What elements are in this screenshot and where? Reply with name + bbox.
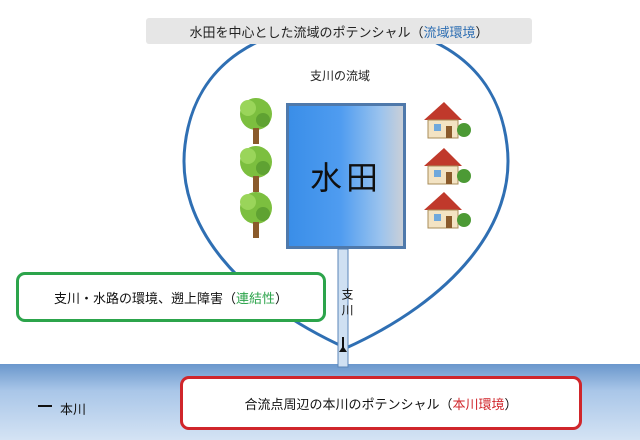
house-icon bbox=[424, 102, 471, 139]
tree-icon bbox=[240, 192, 272, 238]
tributary-stream bbox=[337, 248, 349, 368]
connectivity-box: 支川・水路の環境、遡上障害（連結性） bbox=[16, 272, 326, 322]
tree-icon bbox=[240, 146, 272, 192]
watershed-label: 支川の流域 bbox=[309, 69, 370, 83]
title-prefix: 水田を中心とした流域のポテンシャル（ bbox=[189, 25, 424, 41]
confluence-prefix: 合流点周辺の本川のポテンシャル（ bbox=[244, 397, 453, 413]
connectivity-prefix: 支川・水路の環境、遡上障害（ bbox=[53, 291, 236, 307]
title-suffix: ） bbox=[475, 25, 489, 41]
title-highlight: 流域環境 bbox=[423, 25, 476, 41]
connectivity-highlight: 連結性 bbox=[235, 291, 275, 307]
diagram-title: 水田を中心とした流域のポテンシャル（流域環境） bbox=[146, 18, 532, 44]
confluence-suffix: ） bbox=[504, 397, 518, 413]
house-icon bbox=[424, 192, 471, 229]
tree-icon bbox=[240, 98, 272, 144]
confluence-box: 合流点周辺の本川のポテンシャル（本川環境） bbox=[180, 376, 582, 430]
connectivity-suffix: ） bbox=[275, 291, 289, 307]
main-river-label: 本川 bbox=[60, 403, 87, 418]
paddy-field: 水田 bbox=[286, 103, 406, 249]
confluence-highlight: 本川環境 bbox=[452, 397, 505, 413]
paddy-label: 水田 bbox=[309, 159, 382, 197]
house-icon bbox=[424, 148, 471, 185]
tributary-label: 支川 bbox=[340, 288, 354, 320]
